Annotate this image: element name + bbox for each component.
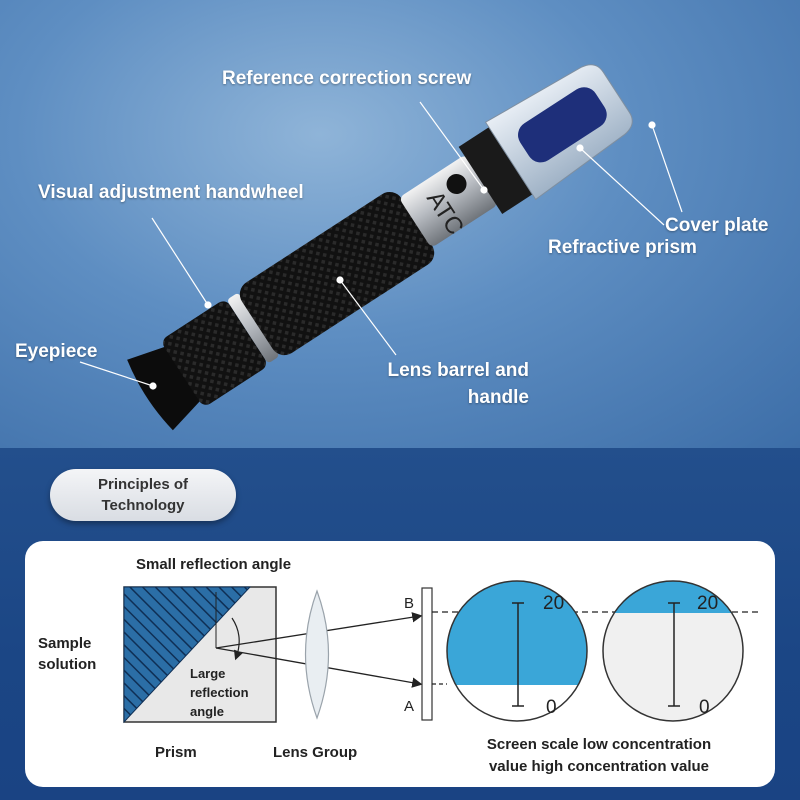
lens-shape bbox=[304, 589, 330, 720]
leader-line bbox=[151, 217, 209, 306]
screen-bar bbox=[421, 587, 433, 721]
point-b-label: B bbox=[404, 595, 414, 612]
high-concentration-fill bbox=[603, 581, 743, 613]
callout-cover-plate: Cover plate bbox=[665, 215, 769, 236]
high-scale-top: 20 bbox=[697, 593, 718, 614]
callout-refractive-prism: Refractive prism bbox=[548, 237, 697, 258]
callout-eyepiece: Eyepiece bbox=[15, 341, 98, 362]
handle-grip bbox=[239, 191, 435, 356]
principles-line2: Technology bbox=[101, 497, 185, 514]
large-reflection-line1: Large bbox=[190, 666, 226, 681]
leader-dot bbox=[576, 144, 584, 152]
leader-dot bbox=[204, 301, 212, 309]
low-concentration-view bbox=[446, 580, 588, 722]
callout-handwheel: Visual adjustment handwheel bbox=[38, 182, 304, 203]
leader-line bbox=[79, 361, 154, 387]
refractive-prism bbox=[518, 87, 607, 163]
lens-group-label: Lens Group bbox=[273, 744, 358, 761]
leader-dot bbox=[336, 276, 344, 284]
principles-line1: Principles of bbox=[97, 476, 189, 493]
leader-line bbox=[651, 124, 683, 213]
low-scale-top: 20 bbox=[543, 593, 564, 614]
large-reflection-line3: angle bbox=[190, 704, 224, 719]
metal-body bbox=[400, 156, 497, 246]
principles-badge: Principles of Technology bbox=[50, 469, 236, 521]
high-scale-bottom: 0 bbox=[699, 697, 710, 718]
prism-housing bbox=[458, 125, 536, 214]
hatched-triangle bbox=[123, 586, 252, 724]
caption-line1: Screen scale low concentration bbox=[486, 736, 712, 753]
small-reflection-label: Small reflection angle bbox=[136, 556, 292, 573]
point-a-label: A bbox=[404, 698, 414, 715]
large-reflection-line2: reflection bbox=[190, 685, 249, 700]
sample-label-line2: solution bbox=[38, 656, 97, 673]
high-concentration-view bbox=[602, 580, 744, 722]
eyepiece-cup bbox=[127, 346, 201, 431]
sample-solution-label: Sample solution bbox=[38, 633, 96, 675]
callout-reference-screw: Reference correction screw bbox=[222, 68, 472, 89]
correction-screw bbox=[446, 174, 467, 195]
leader-line bbox=[419, 101, 485, 191]
screen-scale-caption: Screen scale low concentration value hig… bbox=[470, 734, 728, 778]
leader-dot bbox=[480, 186, 488, 194]
low-concentration-fill bbox=[447, 581, 587, 685]
callout-lens-barrel-line2: handle bbox=[467, 387, 529, 408]
angle-arc bbox=[231, 617, 243, 661]
leader-dot bbox=[648, 121, 656, 129]
caption-line2: value high concentration value bbox=[488, 758, 710, 775]
large-reflection-label: Large reflection angle bbox=[190, 664, 260, 721]
sample-label-line1: Sample bbox=[38, 635, 92, 652]
refractometer-illustration: ATC bbox=[79, 64, 683, 431]
callout-lens-barrel-line1: Lens barrel and bbox=[387, 360, 530, 381]
leader-line bbox=[339, 279, 397, 356]
low-scale-bottom: 0 bbox=[546, 697, 557, 718]
callout-lens-barrel: Lens barrel and handle bbox=[386, 357, 530, 411]
handwheel bbox=[163, 301, 267, 405]
prism-label: Prism bbox=[155, 744, 197, 761]
leader-dot bbox=[149, 382, 157, 390]
leader-line bbox=[579, 147, 665, 226]
chrome-ring bbox=[228, 293, 279, 363]
